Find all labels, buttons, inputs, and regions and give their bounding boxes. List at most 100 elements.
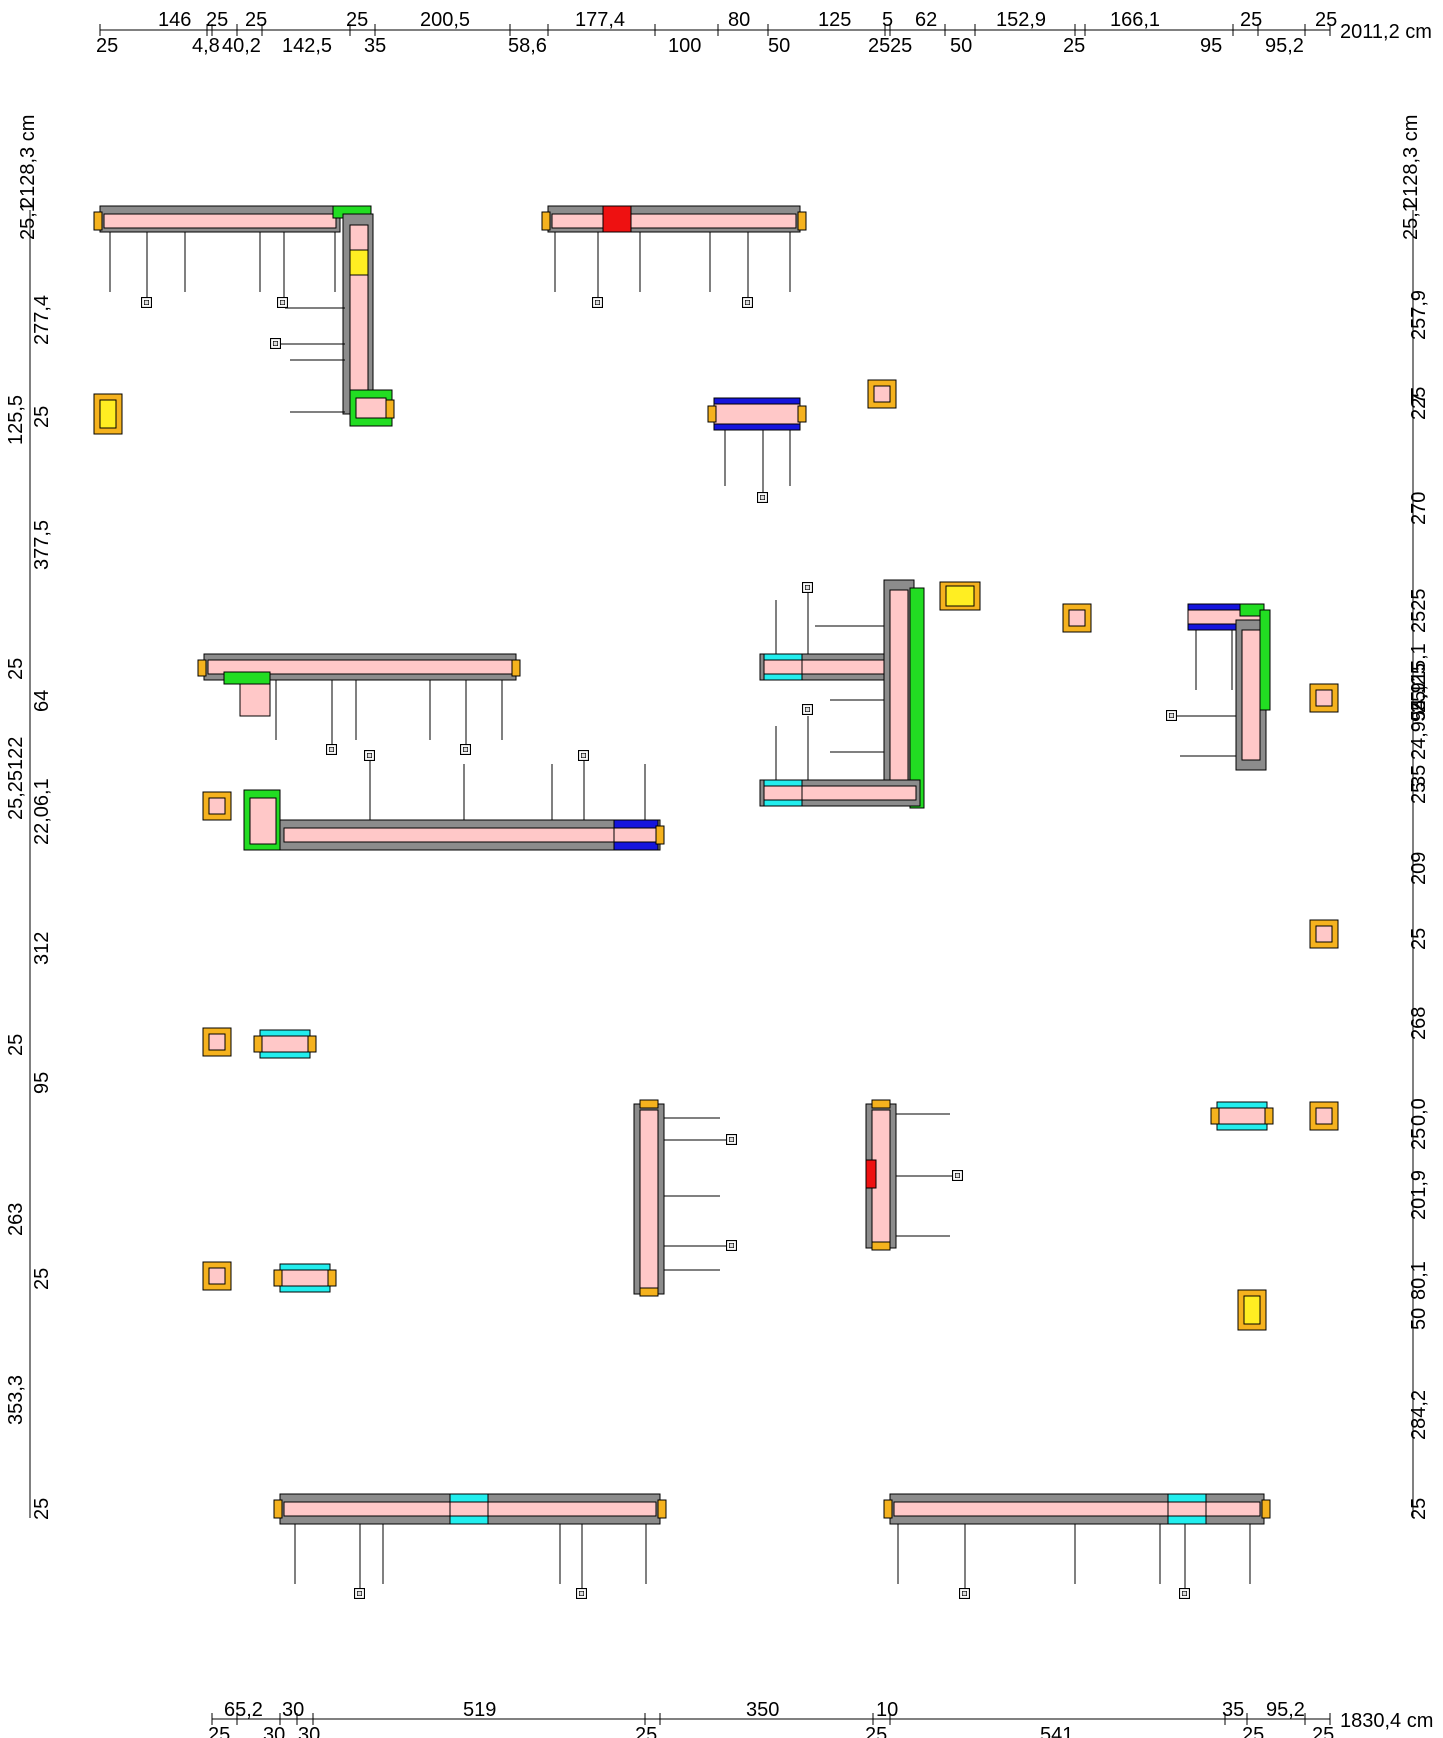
- desk-group-center-u[interactable]: [759, 579, 925, 809]
- top-dim: 25: [1063, 35, 1085, 57]
- bench[interactable]: [1210, 1101, 1274, 1131]
- right-dim: 201,9: [1408, 1170, 1430, 1220]
- top-dim: 125: [818, 9, 851, 31]
- right-dim: 80,1: [1408, 1261, 1430, 1300]
- top-total: 2011,2 cm: [1340, 21, 1432, 43]
- right-dim: 225: [1408, 387, 1430, 420]
- right-dim: 284,2: [1408, 1390, 1430, 1440]
- top-dim: 62: [915, 9, 937, 31]
- bottom-dim: 30: [282, 1699, 304, 1721]
- stool[interactable]: [867, 379, 897, 409]
- stool[interactable]: [1237, 1289, 1267, 1331]
- top-dim: 146: [158, 9, 191, 31]
- top-dim: 25: [1240, 9, 1262, 31]
- right-dim: 25: [1408, 928, 1430, 950]
- left-dim: 25: [5, 658, 27, 680]
- stool[interactable]: [202, 791, 232, 821]
- bottom-total: 1830,4 cm: [1340, 1710, 1433, 1732]
- right-dim: 25,25: [1408, 663, 1430, 713]
- stool[interactable]: [93, 393, 123, 435]
- left-total: 2128,3 cm: [17, 115, 39, 208]
- top-dim: 25: [206, 9, 228, 31]
- top-dim: 5: [882, 9, 893, 31]
- top-dim: 4,8: [192, 35, 220, 57]
- desk-group-vertical-a[interactable]: [633, 1099, 737, 1297]
- bottom-dim: 25: [1312, 1724, 1334, 1738]
- bottom-dim: 350: [746, 1699, 779, 1721]
- desk-group-vertical-b[interactable]: [865, 1099, 963, 1251]
- bottom-dim: 95,2: [1266, 1699, 1305, 1721]
- left-dim: 25,25: [5, 770, 27, 820]
- bottom-dim: 30: [263, 1724, 285, 1738]
- bench[interactable]: [273, 1263, 337, 1293]
- top-dim: 100: [668, 35, 701, 57]
- top-dim: 25: [346, 9, 368, 31]
- top-dim: 50: [768, 35, 790, 57]
- bottom-dim: 541: [1040, 1724, 1073, 1738]
- bottom-dim: 35: [1222, 1699, 1244, 1721]
- left-dim: 25: [31, 1498, 53, 1520]
- stool[interactable]: [1309, 919, 1339, 949]
- stool[interactable]: [939, 581, 981, 611]
- stool[interactable]: [202, 1027, 232, 1057]
- top-dim: 142,5: [282, 35, 332, 57]
- left-dim: 25: [5, 1034, 27, 1056]
- left-dim: 25,1: [17, 201, 39, 240]
- right-dim: 270: [1408, 492, 1430, 525]
- right-total: 2128,3 cm: [1400, 115, 1422, 208]
- top-dim: 25: [245, 9, 267, 31]
- top-dim: 200,5: [420, 9, 470, 31]
- bottom-dim: 25: [1242, 1724, 1264, 1738]
- stool[interactable]: [1309, 1101, 1339, 1131]
- top-dim: 152,9: [996, 9, 1046, 31]
- left-dim: 25: [31, 406, 53, 428]
- right-dim: 257,9: [1408, 290, 1430, 340]
- right-dim: 50: [1408, 1308, 1430, 1330]
- left-dim: 312: [31, 932, 53, 965]
- top-dim: 80: [728, 9, 750, 31]
- top-dimension: 146 25 25 25 200,5 177,4 80 125 5 62 152…: [96, 9, 1432, 57]
- desk-group-top-left[interactable]: [93, 205, 395, 427]
- bottom-dim: 10: [876, 1699, 898, 1721]
- right-dim: 7: [1408, 393, 1430, 404]
- desk-group-right-l[interactable]: [1166, 603, 1271, 771]
- stool[interactable]: [202, 1261, 232, 1291]
- desk-group-blue[interactable]: [707, 397, 807, 503]
- right-dim: 95,1: [1408, 683, 1430, 722]
- left-dim: 25: [31, 1268, 53, 1290]
- bottom-dim: 65,2: [224, 1699, 263, 1721]
- left-dim: 122: [5, 737, 27, 770]
- bottom-dim: 25: [208, 1724, 230, 1738]
- left-dim: 22,06,1: [31, 778, 53, 845]
- bench[interactable]: [253, 1029, 317, 1059]
- top-dim: 177,4: [575, 9, 625, 31]
- desk-group-long-row[interactable]: [243, 750, 665, 851]
- left-dim: 353,3: [5, 1375, 27, 1425]
- bottom-dimension: 65,2 30 519 350 10 35 95,2 25 30 30 25 2…: [208, 1699, 1433, 1738]
- desk-group-top-center[interactable]: [541, 205, 807, 308]
- top-dim: 35: [364, 35, 386, 57]
- bottom-dim: 519: [463, 1699, 496, 1721]
- stool[interactable]: [1062, 603, 1092, 633]
- desk-group-middle-left[interactable]: [197, 653, 521, 755]
- left-dim: 64: [31, 690, 53, 712]
- top-dim: 95,2: [1265, 35, 1304, 57]
- right-dim: 0,0: [1408, 1098, 1430, 1126]
- right-dim: 25: [1408, 782, 1430, 804]
- desk-group-bottom-right[interactable]: [883, 1493, 1271, 1599]
- left-dim: 277,4: [31, 295, 53, 345]
- desk-group-bottom-left[interactable]: [273, 1493, 667, 1599]
- left-dim: 263: [5, 1203, 27, 1236]
- top-dim: 58,6: [508, 35, 547, 57]
- bottom-dim: 25: [635, 1724, 657, 1738]
- left-dim: 125,5: [5, 395, 27, 445]
- left-dimension: 2128,3 cm 25,1 277,4 125,5 25 377,5 25 6…: [5, 115, 53, 1520]
- right-dim: 25: [1408, 1498, 1430, 1520]
- right-dim: 209: [1408, 852, 1430, 885]
- left-dim: 95: [31, 1072, 53, 1094]
- stool[interactable]: [1309, 683, 1339, 713]
- bottom-dim: 30: [298, 1724, 320, 1738]
- left-dim: 377,5: [31, 520, 53, 570]
- right-dimension: 2128,3 cm 25,1 257,9 225 7 270 2525 25,2…: [1400, 115, 1430, 1520]
